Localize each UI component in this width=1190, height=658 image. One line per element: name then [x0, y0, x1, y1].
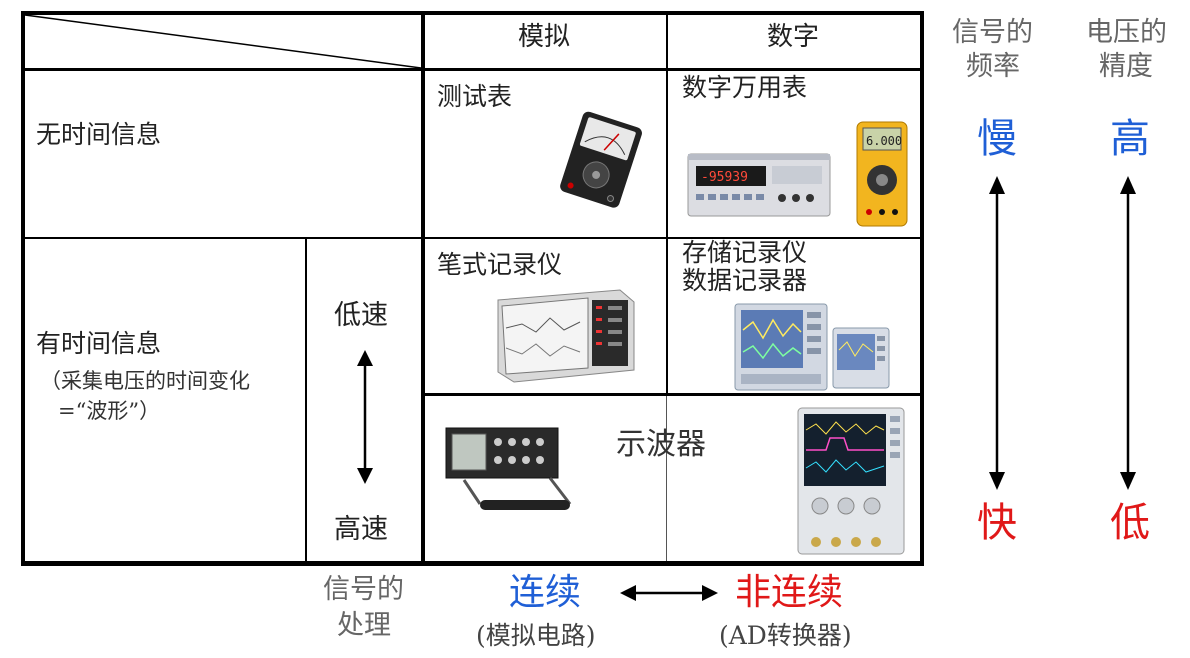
volt-axis-title-1: 电压的 — [1086, 17, 1167, 48]
processing-title-1: 信号的 — [323, 574, 404, 605]
bench-multimeter-icon: -95939 — [687, 153, 831, 217]
table-border-left — [21, 11, 25, 566]
processing-title-2: 处理 — [337, 610, 391, 641]
table-border-bottom — [21, 561, 924, 566]
cell-oscilloscope-label: 示波器 — [616, 427, 706, 462]
table-border-right — [920, 11, 924, 566]
speed-high-label: 高速 — [334, 514, 388, 545]
discontinuous-label: 非连续 — [735, 572, 844, 613]
table-col-divider-digital-top — [666, 11, 668, 395]
table-col-divider-digital-bottom — [666, 395, 667, 561]
freq-top-label: 慢 — [977, 116, 1017, 162]
svg-text:6.000: 6.000 — [866, 134, 902, 148]
storage-recorder-icon — [734, 303, 890, 391]
table-speed-divider — [305, 238, 307, 563]
svg-text:-95939: -95939 — [701, 170, 748, 185]
cell-storage-label-2: 数据记录器 — [682, 266, 808, 295]
analog-tester-icon — [560, 111, 642, 208]
analog-oscilloscope-icon — [445, 427, 572, 510]
continuous-label: 连续 — [509, 572, 582, 613]
row-label-time-sub2: =“波形”） — [58, 399, 161, 423]
freq-axis-title-1: 信号的 — [952, 17, 1033, 48]
handheld-multimeter-icon: 6.000 — [856, 121, 908, 227]
cell-storage-label-1: 存储记录仪 — [682, 238, 808, 267]
digital-oscilloscope-icon — [797, 407, 905, 555]
table-col-divider-main — [421, 11, 425, 566]
table-row-divider — [21, 237, 924, 239]
freq-bottom-label: 快 — [977, 500, 1017, 546]
speed-low-label: 低速 — [334, 300, 388, 331]
freq-axis-title-2: 频率 — [966, 51, 1020, 82]
row-label-no-time: 无时间信息 — [36, 120, 162, 149]
col-header-analog: 模拟 — [518, 22, 571, 52]
table-border-top — [21, 11, 924, 15]
cell-tester-label: 测试表 — [437, 82, 513, 111]
table-header-divider — [21, 68, 924, 71]
volt-bottom-label: 低 — [1110, 500, 1150, 546]
col-header-digital: 数字 — [767, 22, 820, 52]
volt-axis-title-2: 精度 — [1099, 51, 1153, 82]
volt-top-label: 高 — [1110, 116, 1150, 162]
row-label-time: 有时间信息 — [36, 329, 162, 358]
cell-pen-recorder-label: 笔式记录仪 — [437, 250, 563, 279]
discontinuous-sub-label: (AD转换器) — [719, 621, 852, 650]
continuous-sub-label: (模拟电路) — [476, 621, 596, 650]
pen-recorder-icon — [497, 289, 635, 383]
cell-multimeter-label: 数字万用表 — [682, 73, 808, 102]
row-label-time-sub1: （采集电压的时间变化 — [40, 369, 250, 393]
table-oscilloscope-divider — [423, 393, 922, 396]
